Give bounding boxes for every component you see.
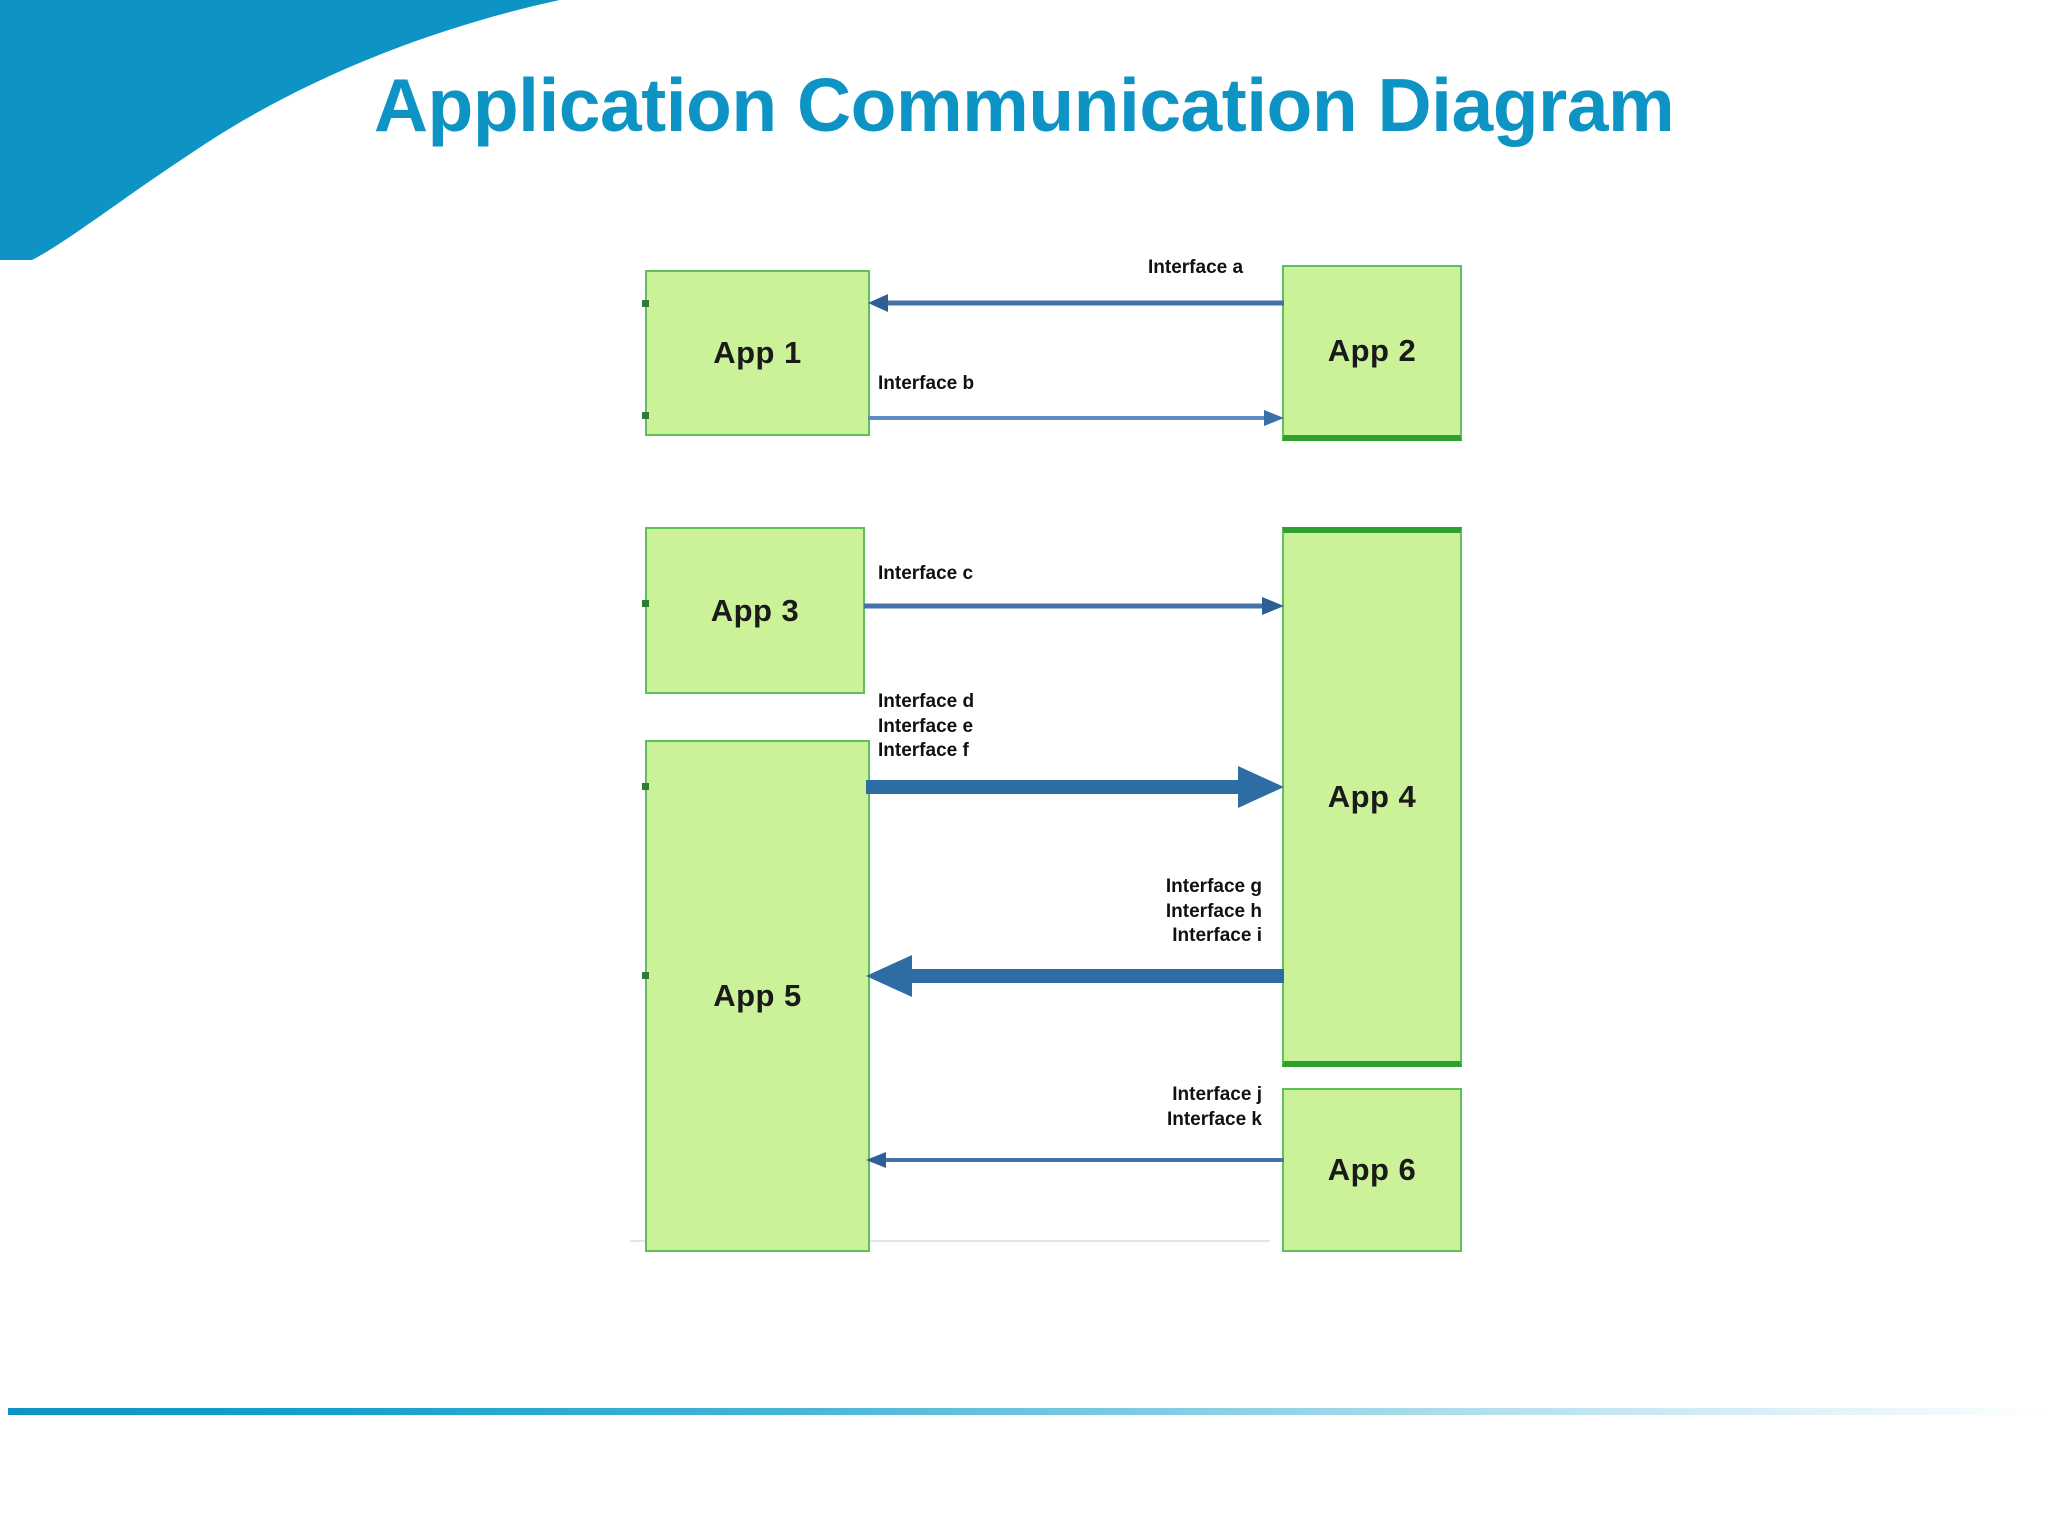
edge-label-line: Interface c	[878, 563, 974, 584]
app-box-label: App 4	[1327, 779, 1417, 814]
edge-label-line: Interface f	[878, 740, 969, 762]
app-box-label: App 1	[713, 335, 802, 370]
app-box-app2[interactable]: App 2	[1282, 265, 1462, 441]
app-box-label: App 5	[713, 978, 802, 1013]
edge-label-line: Interface k	[1166, 1108, 1262, 1130]
edge-label-line: Interface g	[1165, 876, 1262, 897]
edge-label-interface-b: Interface b	[878, 372, 974, 397]
app-box-app4[interactable]: App 4	[1282, 527, 1462, 1067]
footer-divider	[8, 1408, 2048, 1415]
edge-label-line: Interface j	[1172, 1084, 1262, 1105]
app-box-label: App 3	[710, 592, 800, 628]
edge-label-line: Interface d	[878, 691, 975, 712]
edge-label-line: Interface b	[878, 373, 975, 394]
app-box-app3[interactable]: App 3	[645, 527, 865, 694]
resize-handle[interactable]	[642, 783, 649, 790]
edge-label-interface-jk: Interface j Interface k	[1010, 1083, 1262, 1132]
edge-label-line: Interface e	[878, 715, 974, 737]
edge-label-line: Interface h	[1165, 900, 1262, 922]
edge-label-line: Interface i	[1172, 925, 1262, 947]
app-box-label: App 6	[1327, 1152, 1417, 1187]
edge-label-interface-c: Interface c	[878, 562, 973, 587]
app-box-app1[interactable]: App 1	[645, 270, 870, 436]
resize-handle[interactable]	[642, 972, 649, 979]
resize-handle[interactable]	[642, 600, 649, 607]
page-title: Application Communication Diagram	[373, 63, 1675, 147]
app-box-app5[interactable]: App 5	[645, 740, 870, 1252]
app-box-app6[interactable]: App 6	[1282, 1088, 1462, 1252]
resize-handle[interactable]	[642, 300, 649, 307]
edge-label-interface-def: Interface d Interface e Interface f	[878, 690, 974, 764]
edge-label-interface-a: Interface a	[1148, 256, 1243, 281]
app-box-label: App 2	[1327, 333, 1417, 368]
alignment-guide-line	[630, 1240, 1270, 1242]
edge-label-interface-ghi: Interface g Interface h Interface i	[1000, 875, 1262, 949]
resize-handle[interactable]	[642, 412, 649, 419]
edge-label-line: Interface a	[1148, 257, 1244, 278]
